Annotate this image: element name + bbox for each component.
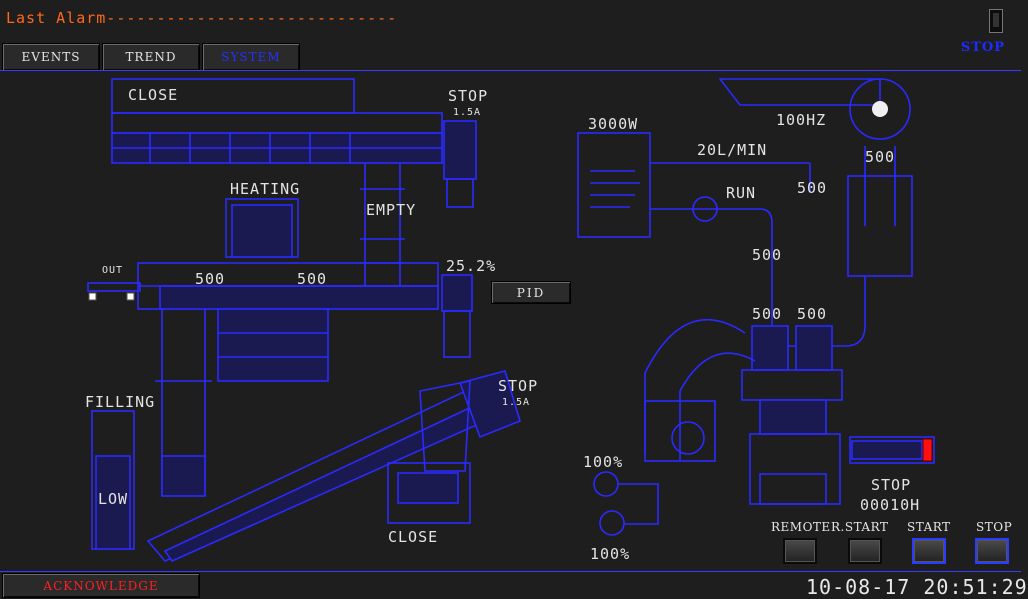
run-pump (692, 163, 811, 343)
last-alarm-text: Last Alarm----------------------------- (6, 9, 398, 27)
main-pump (741, 325, 843, 505)
valve-percent-2: 100% (590, 545, 631, 563)
heater (225, 198, 299, 258)
system-status-text: STOP (960, 40, 1005, 55)
top-valve-state: CLOSE (128, 86, 179, 104)
empty-hopper (360, 163, 405, 286)
out-pipe (87, 282, 141, 301)
incline-motor-state: STOP (498, 377, 539, 395)
cartridge-heater (849, 436, 935, 464)
rstart-label: R.START (831, 520, 889, 534)
system-button[interactable]: SYSTEM (202, 43, 300, 71)
right-value-2: 500 (797, 179, 828, 197)
right-value-4: 500 (752, 305, 783, 323)
filling-label: FILLING (85, 393, 156, 411)
flow-rate: 20L/MIN (697, 141, 768, 159)
right-value-1: 500 (865, 148, 896, 166)
remote-label: REMOTE (771, 520, 831, 534)
header-divider (0, 70, 1021, 71)
incline-motor-current: 1.5A (502, 397, 531, 408)
footer-divider (0, 571, 1021, 572)
valves (593, 471, 659, 536)
valve-percent-1: 100% (583, 453, 624, 471)
run-hours: 00010H (860, 496, 921, 514)
process-schematic (87, 78, 935, 562)
top-motor-current: 1.5A (453, 107, 482, 118)
acknowledge-button[interactable]: ACKNOWLEDGE (2, 573, 200, 598)
stop-label: STOP (976, 520, 1013, 534)
filling-tank (91, 410, 135, 550)
events-button[interactable]: EVENTS (2, 43, 100, 71)
hopper-level: EMPTY (366, 201, 417, 219)
heating-label: HEATING (230, 180, 301, 198)
trend-button[interactable]: TREND (102, 43, 200, 71)
middle-motor-percent: 25.2% (446, 257, 497, 275)
rstart-button[interactable] (848, 538, 882, 564)
top-motor-state: STOP (448, 87, 489, 105)
inclined-conveyor (146, 370, 521, 562)
fan-assembly (718, 78, 913, 347)
middle-conveyor (137, 262, 473, 382)
elevator (155, 309, 212, 497)
start-label: START (907, 520, 951, 534)
datetime-display: 10-08-17 20:51:29 (806, 575, 1028, 599)
heater-3000w (577, 132, 810, 238)
out-label: OUT (102, 265, 124, 276)
tank-level: LOW (98, 490, 129, 508)
heater-power: 3000W (588, 115, 639, 133)
status-indicator-light (989, 9, 1003, 33)
middle-value-1: 500 (195, 270, 226, 288)
pid-button[interactable]: PID (491, 281, 571, 304)
fan-frequency: 100HZ (776, 111, 827, 129)
right-value-5: 500 (797, 305, 828, 323)
bottom-bin (387, 380, 471, 524)
elbow-pipe (644, 318, 756, 462)
top-motor (443, 120, 477, 208)
stop-button[interactable] (975, 538, 1009, 564)
heater-state: STOP (871, 476, 912, 494)
pump-state: RUN (726, 184, 757, 202)
top-conveyor (111, 78, 443, 164)
right-value-3: 500 (752, 246, 783, 264)
bottom-valve-state: CLOSE (388, 528, 439, 546)
start-button[interactable] (912, 538, 946, 564)
middle-value-2: 500 (297, 270, 328, 288)
remote-button[interactable] (783, 538, 817, 564)
